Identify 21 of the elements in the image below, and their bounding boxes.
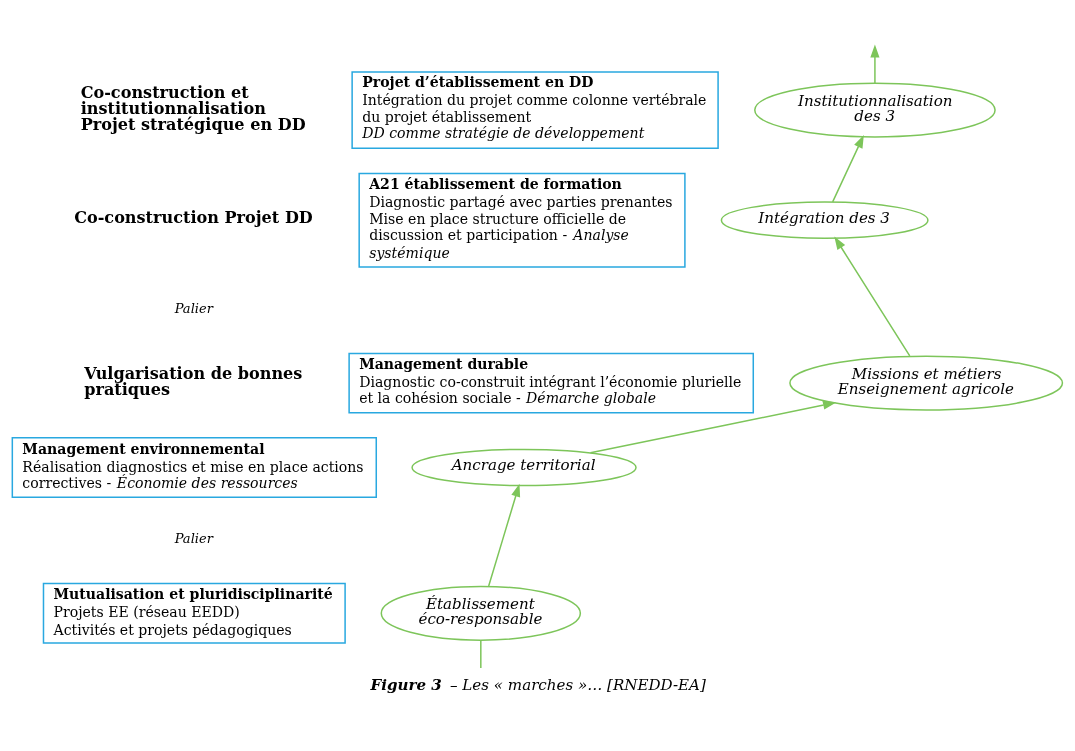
node-box: Management durable Diagnostic co-construit intégrant l’économie plurielle et la cohésion sociale - Démarche globale [348,352,755,413]
caption: Figure 3 – Les « marches »… [RNEDD-EA] [370,675,706,694]
label: Palier [174,530,213,546]
node-ellipse: Ancrage territorial [411,448,637,486]
node-ellipse: Institutionnalisation des 3 [754,81,996,138]
arrow [831,134,864,203]
node-box: Mutualisation et pluridisciplinarité Projets EE (réseau EEDD) Activités et projets pédagogiques [42,582,346,644]
arrow [834,235,911,357]
arrow [870,44,880,84]
node-box: Projet d’établissement en DD Intégration du projet comme colonne vertébrale du projet établissement DD comme stratégie de développement [351,70,719,149]
node-ellipse: Intégration des 3 [720,200,929,239]
node-box: Management environnemental Réalisation diagnostics et mise en place actions correctives - Économie des ressources [11,436,377,498]
label: Co-construction Projet DD [74,207,313,227]
arrow [487,483,521,587]
label: Vulgarisation de bonnes pratiques [84,363,303,399]
label: Palier [174,300,213,316]
node-ellipse: Établissement éco-responsable [380,585,582,641]
arrow [589,400,837,454]
label: Co-construction et institutionnalisation Projet stratégique en DD [80,82,306,134]
node-box: A21 établissement de formation Diagnostic partagé avec parties prenantes Mise en place structure officielle de discussion et participation - Analyse systémique [358,172,686,268]
connector [480,639,482,669]
